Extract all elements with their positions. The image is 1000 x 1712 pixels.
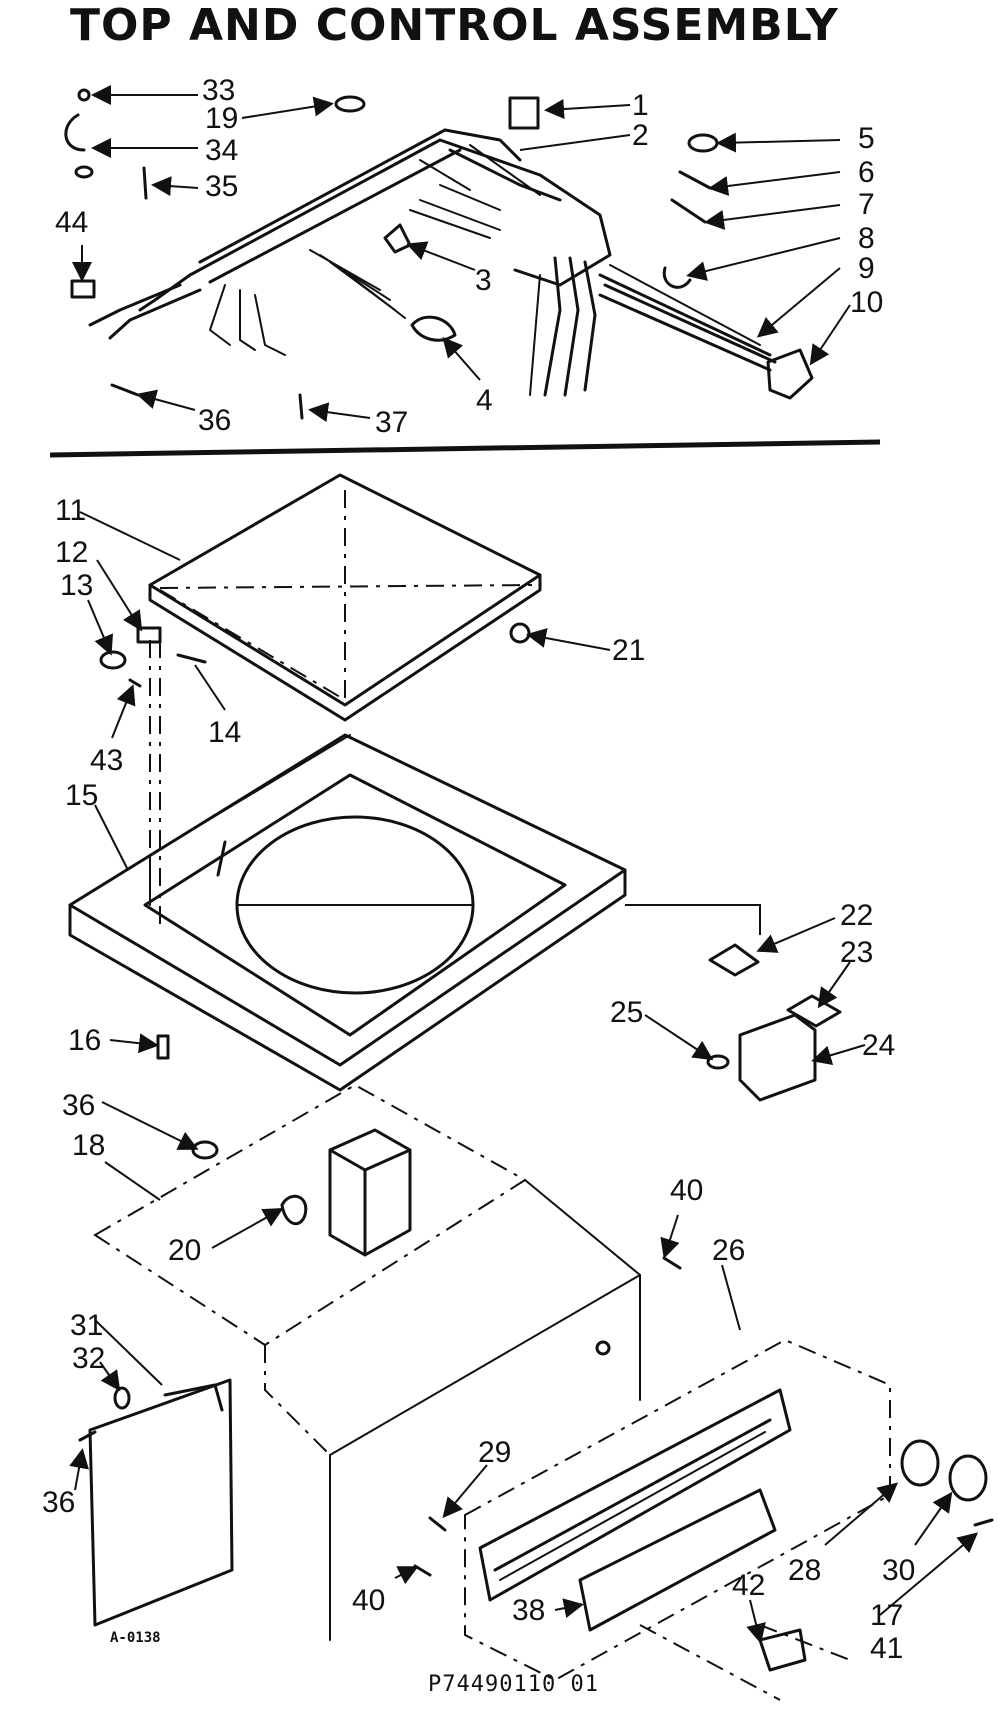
wire-harness-assembly — [64, 88, 814, 420]
callout-33: 33 — [202, 74, 235, 107]
callout-26: 26 — [712, 1234, 745, 1267]
callout-37: 37 — [375, 406, 408, 439]
callout-5: 5 — [858, 122, 875, 155]
callout-20: 20 — [168, 1234, 201, 1267]
callout-30: 30 — [882, 1554, 915, 1587]
callout-42: 42 — [732, 1569, 765, 1602]
callout-numbers: 1 2 3 4 5 6 7 8 9 10 11 12 13 14 15 16 1… — [42, 74, 915, 1665]
callout-43: 43 — [90, 744, 123, 777]
callout-19: 19 — [205, 102, 238, 135]
callout-9: 9 — [858, 252, 875, 285]
callout-25: 25 — [610, 996, 643, 1029]
callout-6: 6 — [858, 156, 875, 189]
callout-11: 11 — [55, 494, 86, 527]
callout-7: 7 — [858, 188, 875, 221]
callout-36-side: 36 — [42, 1486, 75, 1519]
lid-assembly — [99, 473, 542, 722]
callout-31: 31 — [70, 1309, 103, 1342]
callout-40-bottom: 40 — [352, 1584, 385, 1617]
callout-24: 24 — [862, 1029, 895, 1062]
callout-34: 34 — [205, 134, 238, 167]
top-panel — [68, 733, 842, 1102]
callout-44: 44 — [55, 206, 88, 239]
section-divider — [49, 439, 881, 458]
callout-4: 4 — [476, 384, 493, 417]
callout-28: 28 — [788, 1554, 821, 1587]
drawing-code-bottom: P74490110 01 — [428, 1672, 599, 1697]
drawing-code-left: A-0138 — [110, 1630, 161, 1646]
callout-29: 29 — [478, 1436, 511, 1469]
callout-15: 15 — [65, 779, 98, 812]
callout-41: 41 — [870, 1632, 903, 1665]
callout-22: 22 — [840, 899, 873, 932]
callout-8: 8 — [858, 222, 875, 255]
callout-16: 16 — [68, 1024, 101, 1057]
callout-12: 12 — [55, 536, 88, 569]
callout-40-top: 40 — [670, 1174, 703, 1207]
callout-36-console: 36 — [62, 1089, 95, 1122]
callout-35: 35 — [205, 170, 238, 203]
callout-14: 14 — [208, 716, 241, 749]
callout-10: 10 — [850, 286, 883, 319]
console-assembly — [78, 1083, 682, 1641]
callout-13: 13 — [60, 569, 93, 602]
callout-leaders — [69, 85, 979, 1644]
diagram-title: TOP AND CONTROL ASSEMBLY — [70, 0, 839, 51]
callout-1: 1 — [632, 89, 649, 122]
callout-38: 38 — [512, 1594, 545, 1627]
control-panel-assembly — [464, 1338, 994, 1701]
callout-2: 2 — [632, 119, 649, 152]
callout-32: 32 — [72, 1342, 105, 1375]
callout-18: 18 — [72, 1129, 105, 1162]
callout-17: 17 — [870, 1599, 903, 1632]
callout-36-top: 36 — [198, 404, 231, 437]
callout-23: 23 — [840, 936, 873, 969]
callout-3: 3 — [475, 264, 492, 297]
callout-21: 21 — [612, 634, 645, 667]
